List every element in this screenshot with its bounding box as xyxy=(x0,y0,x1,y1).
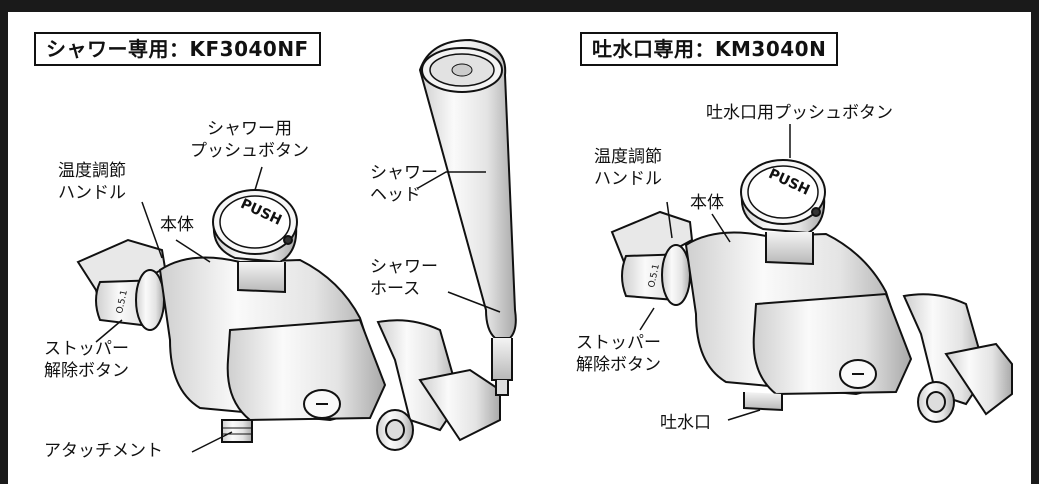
left-model-title: シャワー専用：KF3040NF xyxy=(34,32,321,66)
shower-hose-label: シャワー ホース xyxy=(370,257,438,299)
right-push-button-label: 吐水口用プッシュボタン xyxy=(706,103,893,123)
top-bar xyxy=(0,0,1039,12)
right-faucet-illustration xyxy=(610,159,1013,423)
left-body-label: 本体 xyxy=(160,215,194,235)
left-stopper-label: ストッパー 解除ボタン xyxy=(44,339,129,381)
left-push-button-label: シャワー用 プッシュボタン xyxy=(190,119,309,161)
right-stopper-label: ストッパー 解除ボタン xyxy=(576,333,661,375)
shower-head-label: シャワー ヘッド xyxy=(370,163,438,205)
right-temp-handle-label: 温度調節 ハンドル xyxy=(594,147,662,189)
leader-lines xyxy=(95,124,791,453)
right-dial-marks: O.5.1 xyxy=(647,263,662,288)
shower-head-illustration xyxy=(418,38,517,396)
left-faucet-illustration xyxy=(76,189,501,451)
right-spout-label: 吐水口 xyxy=(660,413,711,433)
left-dial-marks: O.5.1 xyxy=(115,289,130,314)
left-temp-handle-label: 温度調節 ハンドル xyxy=(58,161,126,203)
left-attachment-label: アタッチメント xyxy=(44,441,163,461)
right-model-title: 吐水口専用：KM3040N xyxy=(580,32,839,66)
right-body-label: 本体 xyxy=(690,193,724,213)
